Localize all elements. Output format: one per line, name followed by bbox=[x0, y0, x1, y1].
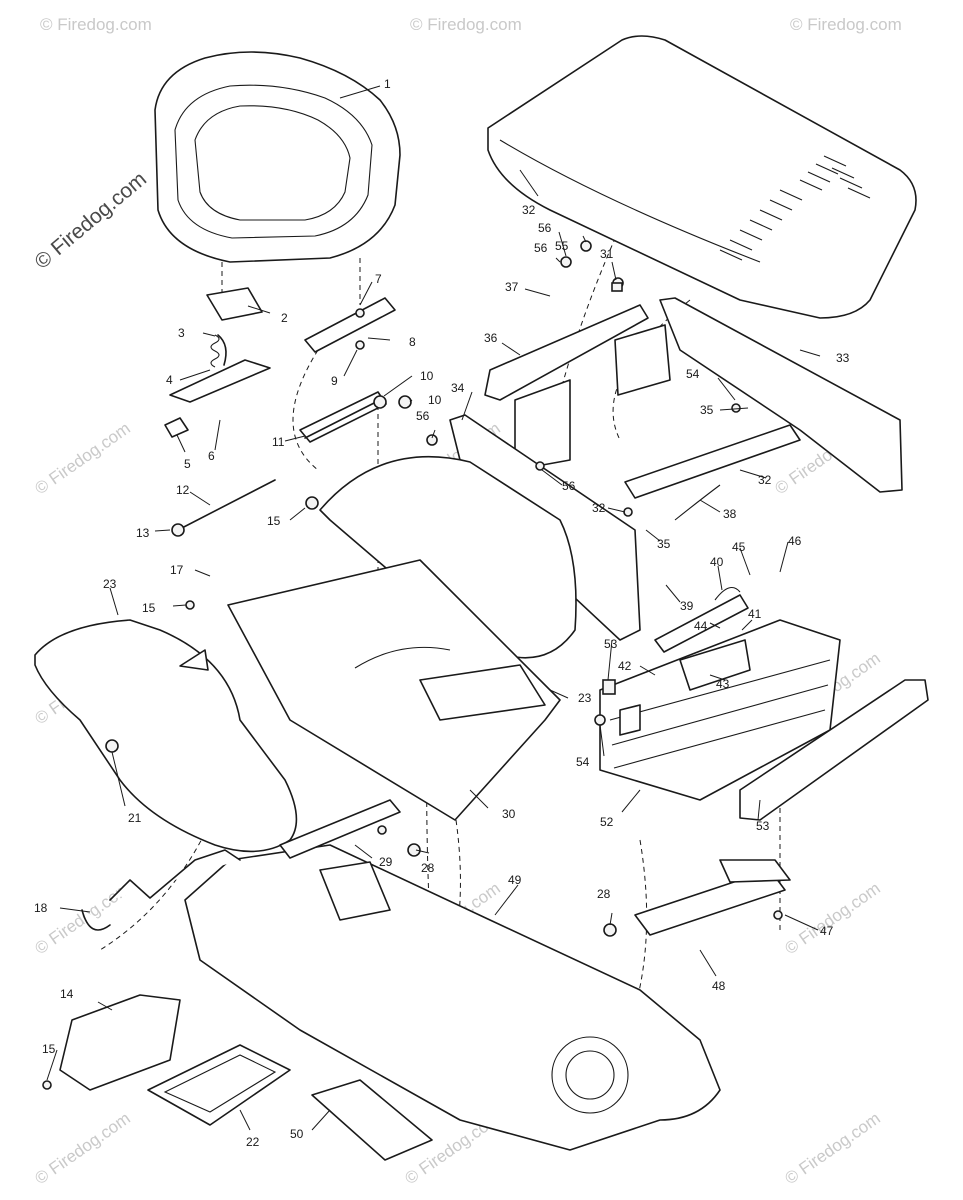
callout-17: 17 bbox=[170, 563, 184, 577]
crossbar bbox=[624, 424, 801, 499]
callout-36: 36 bbox=[484, 331, 498, 345]
callout-2: 2 bbox=[281, 311, 288, 325]
callout-37: 37 bbox=[505, 280, 519, 294]
dash-panel bbox=[484, 304, 671, 471]
callout-56a: 56 bbox=[538, 221, 552, 235]
engine-cover bbox=[319, 455, 577, 659]
callout-34: 34 bbox=[451, 381, 465, 395]
callout-23a: 23 bbox=[103, 577, 117, 591]
callout-41: 41 bbox=[748, 607, 762, 621]
callout-7: 7 bbox=[375, 272, 382, 286]
callout-38: 38 bbox=[723, 507, 737, 521]
callout-9: 9 bbox=[331, 374, 338, 388]
chassis-frame bbox=[227, 559, 561, 821]
watermark: © Firedog.com bbox=[31, 1109, 133, 1189]
callout-1: 1 bbox=[384, 77, 391, 91]
callout-54b: 54 bbox=[576, 755, 590, 769]
callout-4: 4 bbox=[166, 373, 173, 387]
callout-33: 33 bbox=[836, 351, 850, 365]
grille-assembly bbox=[599, 619, 841, 801]
callout-50: 50 bbox=[290, 1127, 304, 1141]
side-panel bbox=[59, 994, 181, 1091]
callout-45: 45 bbox=[732, 540, 746, 554]
callout-32c: 32 bbox=[592, 501, 606, 515]
callout-52: 52 bbox=[600, 815, 614, 829]
callout-15c: 15 bbox=[42, 1042, 56, 1056]
hood-rear-panel bbox=[659, 297, 903, 493]
callout-29: 29 bbox=[379, 855, 393, 869]
callout-42: 42 bbox=[618, 659, 632, 673]
watermark: © Firedog.com bbox=[40, 15, 152, 34]
callout-35b: 35 bbox=[657, 537, 671, 551]
callout-15b: 15 bbox=[142, 601, 156, 615]
callout-35a: 35 bbox=[700, 403, 714, 417]
callout-56c: 56 bbox=[416, 409, 430, 423]
callout-6: 6 bbox=[208, 449, 215, 463]
callout-31: 31 bbox=[600, 247, 614, 261]
callout-53a: 53 bbox=[604, 637, 618, 651]
callout-55: 55 bbox=[555, 239, 569, 253]
callout-14: 14 bbox=[60, 987, 74, 1001]
callout-56d: 56 bbox=[562, 479, 576, 493]
callout-18: 18 bbox=[34, 901, 48, 915]
callout-3: 3 bbox=[178, 326, 185, 340]
bolts bbox=[42, 240, 783, 1090]
hood bbox=[487, 35, 917, 319]
callout-28a: 28 bbox=[421, 861, 435, 875]
watermark: © Firedog.com bbox=[790, 15, 902, 34]
callout-13: 13 bbox=[136, 526, 150, 540]
callout-8: 8 bbox=[409, 335, 416, 349]
callout-54a: 54 bbox=[686, 367, 700, 381]
callout-15a: 15 bbox=[267, 514, 281, 528]
callout-10a: 10 bbox=[420, 369, 434, 383]
watermark: © Firedog.com bbox=[781, 1109, 883, 1189]
callouts: 1 2 3 4 5 6 7 8 9 10 10 11 12 13 14 15 1… bbox=[34, 77, 850, 1149]
fender-left bbox=[34, 619, 298, 853]
mat bbox=[311, 1079, 433, 1161]
watermark: © Firedog.com bbox=[410, 15, 522, 34]
battery-tray bbox=[147, 1044, 291, 1126]
callout-46: 46 bbox=[788, 534, 802, 548]
callout-56b: 56 bbox=[534, 241, 548, 255]
callout-11: 11 bbox=[272, 435, 285, 449]
callout-47: 47 bbox=[820, 924, 834, 938]
callout-32a: 32 bbox=[522, 203, 536, 217]
callout-21: 21 bbox=[128, 811, 142, 825]
watermark-primary: © Firedog.com bbox=[30, 167, 151, 273]
main-frame bbox=[184, 844, 721, 1151]
callout-32b: 32 bbox=[758, 473, 772, 487]
callout-22: 22 bbox=[246, 1135, 260, 1149]
callout-44: 44 bbox=[694, 619, 708, 633]
callout-43: 43 bbox=[716, 677, 730, 691]
callout-49: 49 bbox=[508, 873, 522, 887]
callout-48: 48 bbox=[712, 979, 726, 993]
bumper bbox=[739, 679, 929, 821]
callout-53b: 53 bbox=[756, 819, 770, 833]
watermark: © Firedog.com bbox=[781, 879, 883, 959]
callout-12: 12 bbox=[176, 483, 190, 497]
seat bbox=[154, 51, 401, 263]
watermark: © Firedog.com bbox=[31, 419, 133, 499]
callout-5: 5 bbox=[184, 457, 191, 471]
callout-40: 40 bbox=[710, 555, 724, 569]
callout-28b: 28 bbox=[597, 887, 611, 901]
callout-39: 39 bbox=[680, 599, 694, 613]
callout-30: 30 bbox=[502, 807, 516, 821]
mount-bracket bbox=[279, 799, 791, 936]
callout-10b: 10 bbox=[428, 393, 442, 407]
leader-lines bbox=[46, 85, 821, 1131]
callout-23b: 23 bbox=[578, 691, 592, 705]
fastener-parts bbox=[81, 334, 751, 931]
